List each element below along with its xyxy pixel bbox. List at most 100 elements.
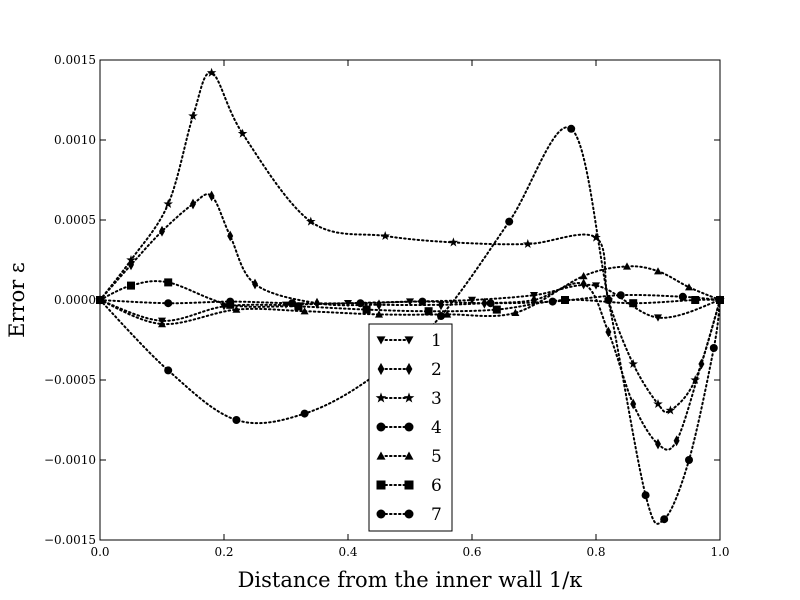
x-tick-label: 1.0 <box>710 545 729 559</box>
data-point <box>376 299 382 311</box>
legend-item-5: 5 <box>376 447 442 467</box>
data-point <box>690 375 700 385</box>
x-tick-label: 0.2 <box>214 545 233 559</box>
legend-marker <box>375 392 387 403</box>
data-point <box>685 456 693 464</box>
data-point <box>418 297 427 306</box>
data-point <box>164 278 173 287</box>
legend-label: 6 <box>431 476 442 496</box>
y-tick-label: 0.0005 <box>54 213 96 227</box>
data-point <box>237 128 248 138</box>
data-point <box>616 291 625 300</box>
legend-marker <box>404 451 414 460</box>
data-point <box>220 303 228 311</box>
y-axis-label: Error ε <box>5 262 29 338</box>
data-point <box>227 230 234 242</box>
data-point <box>232 305 241 313</box>
data-point <box>653 399 663 409</box>
series-line-2 <box>99 193 721 451</box>
legend-marker <box>404 422 414 432</box>
y-tick-label: −0.0015 <box>44 533 96 547</box>
series-line-7 <box>99 294 721 305</box>
data-point <box>356 299 365 308</box>
legend-label: 7 <box>431 505 442 525</box>
legend-item-4: 4 <box>376 418 442 438</box>
data-point <box>654 267 662 275</box>
legend-marker <box>377 362 385 376</box>
data-point <box>592 282 600 290</box>
data-point <box>511 308 520 316</box>
data-point <box>306 216 316 226</box>
legend-marker <box>376 509 386 519</box>
data-point <box>685 283 693 291</box>
data-point <box>623 262 631 270</box>
legend-item-6: 6 <box>376 476 442 496</box>
data-point <box>591 232 601 242</box>
legend-marker <box>376 480 386 490</box>
data-point <box>691 296 700 304</box>
y-tick-label: −0.0010 <box>44 453 96 467</box>
data-point <box>492 305 501 314</box>
legend-marker <box>376 336 386 345</box>
data-point <box>159 225 165 237</box>
series-line-6 <box>99 280 721 313</box>
data-point <box>673 435 680 447</box>
legend-item-1: 1 <box>376 331 442 351</box>
data-point <box>164 299 173 308</box>
data-point <box>523 239 533 249</box>
series-line-4 <box>99 126 721 525</box>
legend-marker <box>376 451 386 460</box>
data-point <box>531 294 537 306</box>
legend-label: 4 <box>431 418 442 438</box>
data-point <box>226 297 235 306</box>
y-tick-label: −0.0005 <box>44 373 96 387</box>
data-point <box>579 272 588 280</box>
data-point <box>375 310 383 318</box>
data-point <box>660 515 669 524</box>
data-point <box>424 307 433 316</box>
x-tick-label: 0.0 <box>90 545 109 559</box>
data-point <box>580 278 587 290</box>
legend: 1 2 3 4 5 6 7 <box>368 323 453 532</box>
legend-item-7: 7 <box>376 505 442 525</box>
data-point <box>188 111 198 121</box>
legend-label: 3 <box>431 389 442 409</box>
data-point <box>206 67 217 77</box>
data-point <box>443 310 452 318</box>
x-axis-label: Distance from the inner wall 1/κ <box>238 568 583 592</box>
y-tick-label: 0.0010 <box>54 133 96 147</box>
legend-item-3: 3 <box>375 389 442 409</box>
y-tick-label: 0.0015 <box>54 53 96 67</box>
data-point <box>208 190 215 202</box>
data-point <box>300 307 309 315</box>
legend-label: 1 <box>431 331 442 351</box>
data-point <box>709 344 718 352</box>
data-point <box>232 416 241 424</box>
data-point <box>163 199 173 209</box>
data-point <box>665 405 676 415</box>
data-point <box>641 491 650 500</box>
data-point <box>654 314 662 322</box>
x-tick-label: 0.8 <box>586 545 605 559</box>
legend-label: 5 <box>431 447 442 467</box>
legend-marker <box>404 509 414 519</box>
data-point <box>629 299 638 308</box>
series-layer <box>95 67 725 525</box>
data-point <box>294 302 303 311</box>
legend-marker <box>404 336 414 345</box>
data-point <box>126 255 136 265</box>
data-point <box>288 299 297 308</box>
legend-item-2: 2 <box>377 360 442 380</box>
series-6 <box>96 278 724 316</box>
data-point <box>362 305 371 314</box>
data-point <box>486 299 495 308</box>
data-point <box>448 237 459 247</box>
x-tick-label: 0.6 <box>462 545 481 559</box>
y-tick-label: 0.0000 <box>54 293 96 307</box>
data-point <box>437 312 445 320</box>
legend-marker <box>404 480 414 490</box>
data-point <box>628 359 638 369</box>
series-line-3 <box>99 71 721 414</box>
data-point <box>158 320 166 328</box>
